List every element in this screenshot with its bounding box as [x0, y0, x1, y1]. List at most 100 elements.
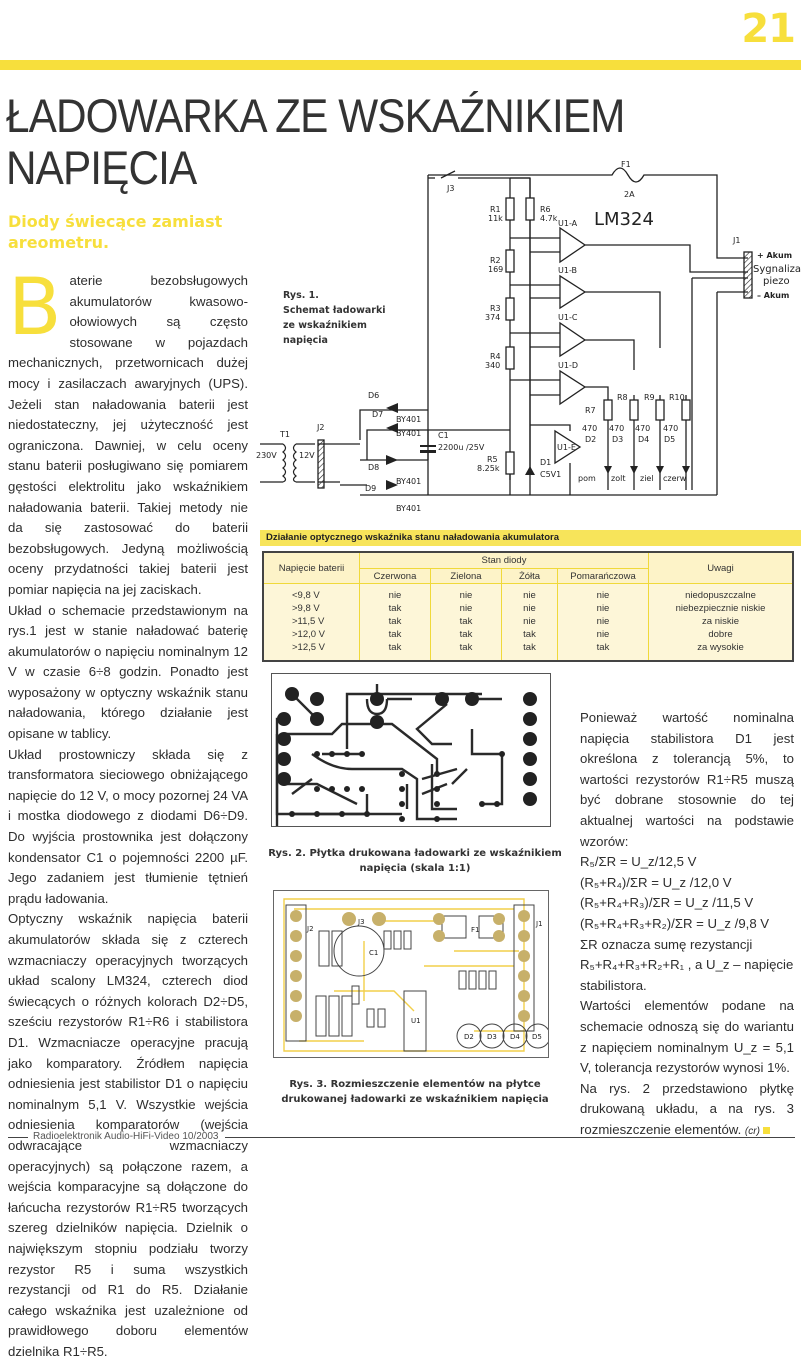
svg-text:374: 374: [485, 313, 500, 322]
footer-publication: Radioelektronik Audio-HiFi-Video 10/2003: [33, 1131, 219, 1142]
cell-voltage: >9,8 V: [264, 602, 360, 615]
status-table: Napięcie baterii Stan diody Uwagi Czerwo…: [262, 551, 794, 662]
svg-text:169: 169: [488, 265, 503, 274]
svg-text:4.7k: 4.7k: [540, 214, 558, 223]
svg-text:BY401: BY401: [396, 415, 421, 424]
svg-text:11k: 11k: [488, 214, 503, 223]
svg-text:D4: D4: [638, 435, 649, 444]
led-d2: [604, 466, 612, 474]
svg-text:230V: 230V: [256, 451, 277, 460]
resistor-r1: [505, 197, 515, 221]
svg-text:U1-D: U1-D: [558, 361, 578, 370]
svg-text:ziel: ziel: [640, 474, 654, 483]
svg-text:BY401: BY401: [396, 477, 421, 486]
svg-text:340: 340: [485, 361, 500, 370]
svg-text:D2: D2: [464, 1033, 474, 1041]
component-layout-figure: J2 J1 J3 C1 F1 U1 D2 D3 D4 D5: [273, 890, 551, 1058]
svg-text:D2: D2: [585, 435, 596, 444]
led-d5: [682, 466, 690, 474]
svg-text:BY401: BY401: [396, 504, 421, 513]
svg-text:U1-A: U1-A: [558, 219, 578, 228]
ic-u1: [403, 990, 427, 1052]
cell-state: nie: [359, 583, 431, 602]
svg-text:J2: J2: [306, 925, 314, 933]
svg-text:J1: J1: [535, 920, 543, 928]
cell-note: niedopuszczalne: [685, 590, 756, 601]
svg-text:F1: F1: [471, 926, 479, 934]
cell-note: za wysokie: [697, 642, 744, 653]
connector-j1: [513, 904, 535, 1032]
resistor-r10: [681, 399, 691, 421]
transformer-t1: [282, 443, 297, 483]
col-header-notes: Uwagi: [648, 553, 792, 584]
svg-text:czerw: czerw: [663, 474, 687, 483]
led-d2: [456, 1023, 482, 1049]
svg-text:U1-C: U1-C: [558, 313, 578, 322]
cell-state: tak: [430, 641, 502, 660]
svg-text:R2: R2: [490, 256, 501, 265]
col-header-group: Stan diody: [359, 553, 649, 569]
caption-line: Schemat ładowarki: [283, 305, 386, 316]
svg-text:zolt: zolt: [611, 474, 625, 483]
col-header-yellow: Żółta: [501, 568, 558, 584]
cell-state: nie: [501, 583, 558, 602]
col-header-voltage: Napięcie baterii: [264, 553, 360, 584]
caption-line: napięcia (skala 1:1): [359, 863, 471, 874]
article-title: ŁADOWARKA ZE WSKAŹNIKIEM NAPIĘCIA: [6, 90, 625, 194]
pcb-traces: [275, 684, 537, 829]
cell-note: za niskie: [702, 616, 739, 627]
svg-text:R9: R9: [644, 393, 655, 402]
svg-text:J1: J1: [732, 236, 740, 245]
capacitor-c1: [333, 925, 385, 977]
paragraph: Wartości elementów podane na schemacie o…: [580, 998, 794, 1076]
svg-text:piezo: piezo: [763, 276, 790, 287]
svg-text:D5: D5: [532, 1033, 542, 1041]
svg-text:pom: pom: [578, 474, 596, 483]
cell-state: tak: [430, 628, 502, 641]
led-d4: [502, 1023, 528, 1049]
cell-state: nie: [557, 602, 649, 615]
diode-d8: [386, 455, 398, 465]
svg-text:D3: D3: [487, 1033, 497, 1041]
cell-state: tak: [557, 641, 649, 660]
component-layout: J2 J1 J3 C1 F1 U1 D2 D3 D4 D5: [283, 898, 551, 1052]
svg-text:U1: U1: [411, 1017, 421, 1025]
cell-state: tak: [359, 615, 431, 628]
led-d4: [656, 466, 664, 474]
svg-text:D3: D3: [612, 435, 623, 444]
page-number: 21: [741, 6, 796, 52]
svg-text:BY401: BY401: [396, 429, 421, 438]
header-rule: [0, 60, 801, 70]
cell-state: tak: [501, 628, 558, 641]
svg-text:J3: J3: [357, 918, 365, 926]
cell-state: nie: [501, 615, 558, 628]
connector-j2: [317, 439, 325, 489]
svg-text:D5: D5: [664, 435, 675, 444]
svg-text:C1: C1: [438, 431, 449, 440]
diode-d7: [386, 423, 398, 433]
cell-voltage: >12,0 V: [264, 628, 360, 641]
caption-line: drukowanej ładowarki ze wskaźnikiem napi…: [281, 1094, 549, 1105]
paragraph: Na rys. 2 przedstawiono płytkę drukowaną…: [580, 1080, 794, 1137]
svg-text:– Akum: – Akum: [757, 291, 789, 300]
cell-state: tak: [359, 602, 431, 615]
resistor-r9: [655, 399, 665, 421]
caption-line: Rys. 2. Płytka drukowana ładowarki ze ws…: [268, 848, 562, 859]
drop-cap: B: [8, 263, 62, 353]
caption-line: Rys. 1.: [283, 290, 319, 301]
paragraph: Układ o schemacie przedstawionym na rys.…: [8, 602, 248, 742]
cell-state: tak: [430, 615, 502, 628]
cell-state: nie: [557, 583, 649, 602]
paragraph: ΣR oznacza sumę rezystancji R₅+R₄+R₃+R₂+…: [580, 936, 794, 993]
cell-state: nie: [430, 602, 502, 615]
svg-text:R1: R1: [490, 205, 501, 214]
cell-state: nie: [557, 628, 649, 641]
pcb-figure: [271, 673, 551, 829]
col-header-red: Czerwona: [359, 568, 431, 584]
svg-text:J3: J3: [446, 184, 454, 193]
